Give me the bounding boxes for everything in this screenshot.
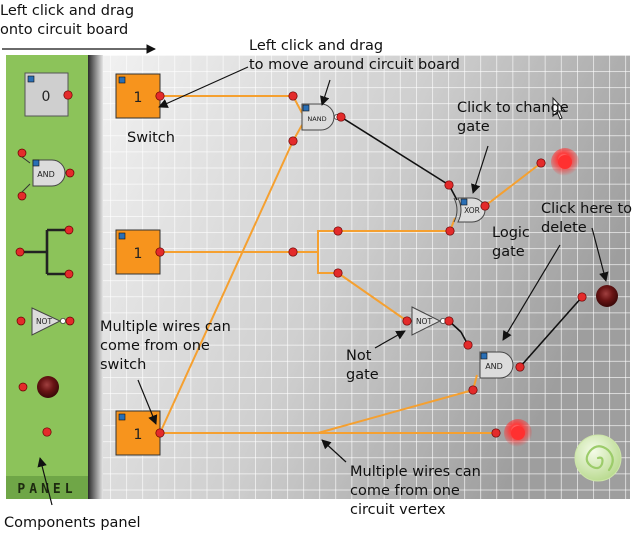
annotation-drag-onto-board: Left click and drag onto circuit board [0, 3, 135, 38]
panel-background [6, 55, 88, 499]
mouse-cursor-icon [552, 96, 567, 120]
node[interactable] [155, 91, 165, 101]
node[interactable] [333, 226, 343, 236]
annotation-components-panel: Components panel [4, 515, 141, 531]
and-gate[interactable]: AND [479, 351, 514, 379]
annotation-multi-switch: Multiple wires can come from one switch [100, 319, 231, 373]
components-panel: PANEL 0 AND [6, 55, 88, 499]
wire[interactable] [484, 162, 542, 207]
not-gate[interactable]: NOT [411, 306, 446, 336]
node[interactable] [155, 247, 165, 257]
led-off-icon [37, 376, 59, 398]
annotation-move-board: Left click and drag to move around circu… [249, 38, 460, 73]
led-off-icon [596, 285, 618, 307]
wire[interactable] [519, 296, 583, 368]
wire[interactable] [340, 116, 450, 186]
gate-handle-icon [460, 198, 468, 206]
node[interactable] [64, 269, 74, 279]
node[interactable] [444, 316, 454, 326]
annotation-arrows [2, 44, 609, 506]
node[interactable] [65, 316, 75, 326]
node[interactable] [288, 136, 298, 146]
node[interactable] [64, 225, 74, 235]
wires [159, 95, 542, 434]
node[interactable] [336, 112, 346, 122]
gate-label: NAND [307, 115, 326, 123]
node[interactable] [17, 191, 27, 201]
led-on-1[interactable] [551, 148, 579, 176]
board-nodes [288, 91, 587, 438]
gate-handle-icon [480, 352, 488, 360]
gate-label: AND [485, 362, 503, 371]
switch-handle-icon [27, 75, 35, 83]
board-edge-shadow [87, 55, 103, 499]
board-switch-1[interactable]: 1 [115, 73, 165, 119]
annotation-logic-gate: Logic gate [492, 225, 530, 260]
wire[interactable] [317, 252, 338, 274]
annotation-multi-vertex: Multiple wires can come from one circuit… [350, 464, 481, 518]
black-wires [340, 116, 583, 368]
node[interactable] [444, 180, 454, 190]
panel-label: PANEL [17, 482, 76, 497]
panel-and-gate-component[interactable]: AND [17, 148, 75, 201]
wire[interactable] [159, 140, 294, 434]
node[interactable] [15, 247, 25, 257]
annotation-delete: Click here to delete [541, 201, 633, 236]
panel-vertex-node-component[interactable] [42, 427, 52, 437]
panel-switch-component[interactable]: 0 [24, 72, 73, 117]
gate-handle-icon [32, 159, 40, 167]
gate-label: NOT [416, 317, 433, 326]
panel-led-component[interactable] [18, 376, 59, 398]
board-switch-2[interactable]: 1 [115, 229, 165, 275]
node[interactable] [16, 316, 26, 326]
annotation-not-gate: Not gate [346, 348, 379, 383]
node[interactable] [65, 168, 75, 178]
panel-vertex-component[interactable] [15, 225, 74, 279]
node[interactable] [491, 428, 501, 438]
annotation-change-gate: Click to change gate [457, 100, 569, 135]
node[interactable] [155, 428, 165, 438]
spiral-logo-icon [574, 434, 622, 482]
node[interactable] [288, 247, 298, 257]
node[interactable] [536, 158, 546, 168]
switch-handle-icon [118, 413, 126, 421]
gate-handle-icon [302, 104, 310, 112]
panel-not-label: NOT [36, 317, 53, 326]
led-off[interactable] [596, 285, 618, 307]
panel-and-label: AND [37, 170, 55, 179]
node[interactable] [445, 226, 455, 236]
gate-label: XOR [464, 206, 480, 215]
node[interactable] [515, 362, 525, 372]
switch-value: 1 [134, 246, 143, 262]
xor-gate[interactable]: XOR [453, 197, 486, 223]
switch-handle-icon [118, 232, 126, 240]
node[interactable] [402, 316, 412, 326]
switch-handle-icon [118, 76, 126, 84]
node[interactable] [480, 201, 490, 211]
wire[interactable] [293, 230, 450, 253]
nand-gate[interactable]: NAND [301, 103, 340, 131]
node[interactable] [577, 292, 587, 302]
panel-not-gate-component[interactable]: NOT [16, 307, 75, 336]
node[interactable] [333, 268, 343, 278]
node[interactable] [17, 148, 27, 158]
node[interactable] [468, 385, 478, 395]
node[interactable] [18, 382, 28, 392]
led-on-2[interactable] [504, 419, 532, 447]
board-switch-3[interactable]: 1 [115, 410, 165, 456]
switch-value: 1 [134, 90, 143, 106]
wire[interactable] [317, 389, 474, 434]
switch-value: 1 [134, 427, 143, 443]
panel-switch-value: 0 [42, 89, 51, 105]
node[interactable] [288, 91, 298, 101]
annotation-switch: Switch [127, 130, 175, 146]
wire[interactable] [337, 272, 408, 322]
node[interactable] [463, 340, 473, 350]
node[interactable] [63, 90, 73, 100]
